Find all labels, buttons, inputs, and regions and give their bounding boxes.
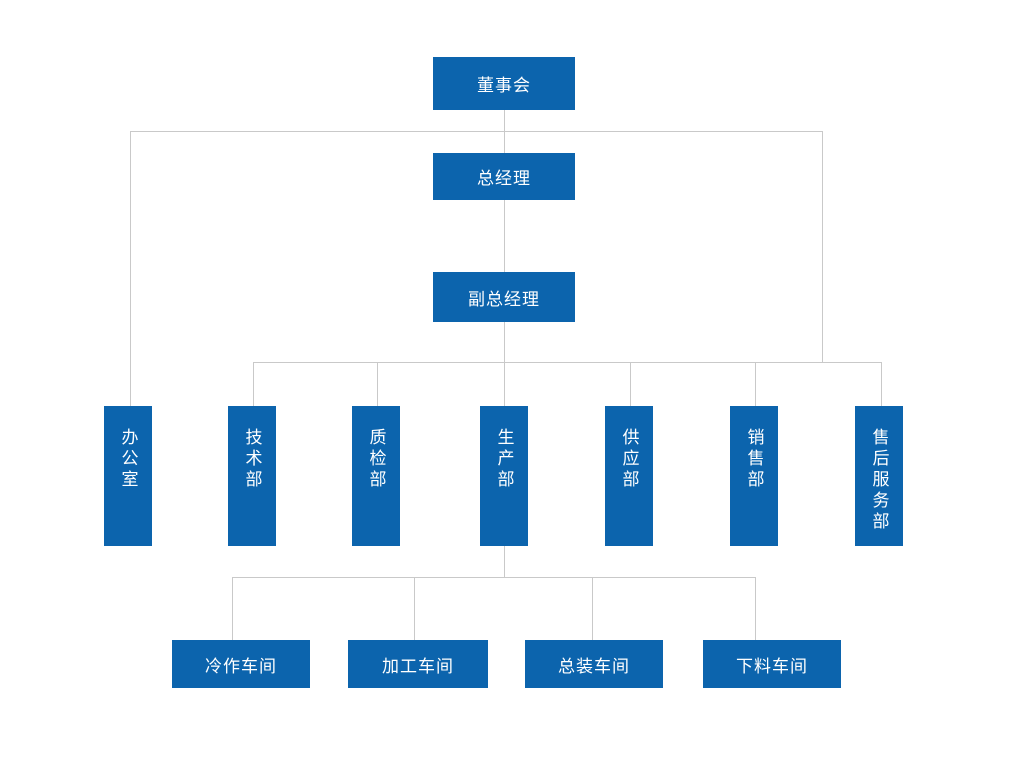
connector-line bbox=[130, 131, 131, 406]
org-node-after-sales-service-dept: 售后服务部 bbox=[855, 406, 903, 546]
connector-line bbox=[504, 546, 505, 577]
org-node-label: 办公室 bbox=[118, 428, 138, 491]
org-node-label: 销售部 bbox=[744, 428, 764, 491]
connector-line bbox=[253, 362, 882, 363]
connector-line bbox=[504, 200, 505, 272]
org-node-label: 质检部 bbox=[366, 428, 386, 491]
connector-line bbox=[232, 577, 756, 578]
org-node-production-dept: 生产部 bbox=[480, 406, 528, 546]
org-node-technical-dept: 技术部 bbox=[228, 406, 276, 546]
org-node-supply-dept: 供应部 bbox=[605, 406, 653, 546]
connector-line bbox=[755, 362, 756, 406]
connector-line bbox=[592, 577, 593, 640]
connector-line bbox=[130, 131, 823, 132]
connector-line bbox=[822, 131, 823, 362]
org-node-label: 售后服务部 bbox=[869, 428, 889, 533]
connector-line bbox=[504, 322, 505, 406]
org-node-final-assembly-workshop: 总装车间 bbox=[525, 640, 663, 688]
connector-line bbox=[377, 362, 378, 406]
connector-line bbox=[232, 577, 233, 640]
org-node-sales-dept: 销售部 bbox=[730, 406, 778, 546]
connector-line bbox=[630, 362, 631, 406]
connector-line bbox=[881, 362, 882, 406]
connector-line bbox=[253, 362, 254, 406]
connector-line bbox=[414, 577, 415, 640]
connector-line bbox=[755, 577, 756, 640]
org-node-label: 供应部 bbox=[619, 428, 639, 491]
org-node-processing-workshop: 加工车间 bbox=[348, 640, 488, 688]
org-node-blanking-workshop: 下料车间 bbox=[703, 640, 841, 688]
org-node-general-manager: 总经理 bbox=[433, 153, 575, 200]
org-node-deputy-general-manager: 副总经理 bbox=[433, 272, 575, 322]
org-node-cold-work-workshop: 冷作车间 bbox=[172, 640, 310, 688]
org-node-office: 办公室 bbox=[104, 406, 152, 546]
org-node-quality-inspection-dept: 质检部 bbox=[352, 406, 400, 546]
connector-line bbox=[504, 110, 505, 153]
org-node-label: 生产部 bbox=[494, 428, 514, 491]
org-node-board: 董事会 bbox=[433, 57, 575, 110]
org-node-label: 技术部 bbox=[242, 428, 262, 491]
